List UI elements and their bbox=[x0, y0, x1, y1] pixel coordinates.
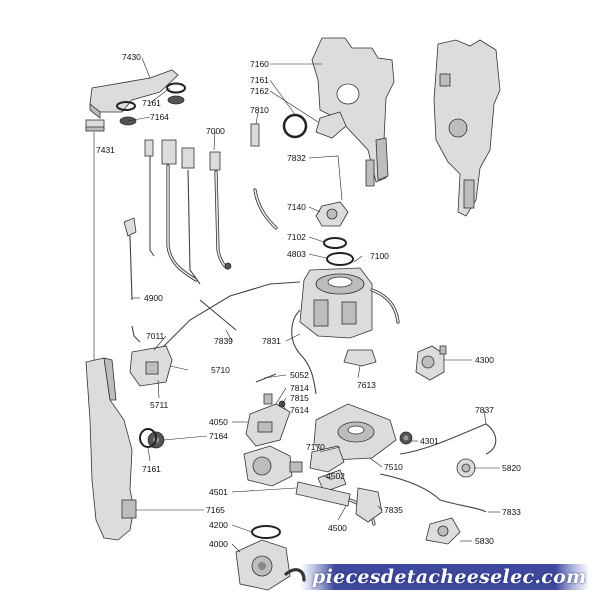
label-7162: 7162 bbox=[250, 86, 269, 96]
part-7839-wire bbox=[149, 281, 301, 361]
label-4000: 4000 bbox=[209, 539, 228, 549]
label-7833: 7833 bbox=[502, 507, 521, 517]
label-7140: 7140 bbox=[287, 202, 306, 212]
label-4500: 4500 bbox=[328, 523, 347, 533]
label-4502: 4502 bbox=[326, 471, 345, 481]
part-7162-gasket bbox=[282, 113, 308, 139]
part-4500-elbow bbox=[355, 487, 383, 523]
part-7000-inlet-hose bbox=[209, 151, 232, 270]
label-7815: 7815 bbox=[290, 393, 309, 403]
label-7160: 7160 bbox=[250, 59, 269, 69]
label-5820: 5820 bbox=[502, 463, 521, 473]
label-7837: 7837 bbox=[475, 405, 494, 415]
part-4000-motor bbox=[235, 539, 291, 591]
label-7164: 7164 bbox=[209, 431, 228, 441]
part-7161-flange bbox=[315, 111, 347, 139]
label-4200: 4200 bbox=[209, 520, 228, 530]
part-7100-sump bbox=[299, 267, 373, 339]
label-5052: 5052 bbox=[290, 370, 309, 380]
part-7833-wire bbox=[379, 473, 487, 513]
part-5820-sensor bbox=[456, 458, 476, 478]
part-7510-base bbox=[313, 403, 397, 461]
part-7430-bracket bbox=[89, 69, 179, 119]
label-7814: 7814 bbox=[290, 383, 309, 393]
label-7161: 7161 bbox=[142, 464, 161, 474]
part-7160-air-break bbox=[311, 37, 395, 187]
label-7102: 7102 bbox=[287, 232, 306, 242]
label-5830: 5830 bbox=[475, 536, 494, 546]
part-4301-seal bbox=[399, 431, 413, 445]
label-7839: 7839 bbox=[214, 336, 233, 346]
label-7100: 7100 bbox=[370, 251, 389, 261]
part-4803-seal bbox=[326, 252, 354, 266]
part-7831-wire bbox=[291, 309, 317, 395]
part-4200-seal bbox=[251, 525, 281, 539]
part-7161-mid-ring bbox=[139, 428, 157, 448]
part-valves bbox=[144, 139, 201, 285]
part-7613-deflector bbox=[343, 349, 377, 367]
label-7835: 7835 bbox=[384, 505, 403, 515]
part-7170-valve bbox=[309, 445, 345, 473]
label-7165: 7165 bbox=[206, 505, 225, 515]
watermark-banner bbox=[300, 564, 590, 590]
part-7011-bracket bbox=[129, 325, 173, 387]
label-7431: 7431 bbox=[96, 145, 115, 155]
label-7161: 7161 bbox=[250, 75, 269, 85]
label-7831: 7831 bbox=[262, 336, 281, 346]
part-7837-wire bbox=[399, 423, 497, 455]
part-4900-cable bbox=[123, 217, 137, 301]
part-4050-block bbox=[245, 373, 291, 447]
part-7102-ring bbox=[323, 237, 347, 249]
watermark-text: piecesdetacheeselec.com bbox=[312, 566, 587, 588]
label-7000: 7000 bbox=[206, 126, 225, 136]
part-5830-sensor bbox=[425, 517, 461, 545]
part-7161-seal-top bbox=[116, 82, 186, 111]
part-7100-hose bbox=[370, 288, 400, 324]
label-7170: 7170 bbox=[306, 442, 325, 452]
label-4050: 4050 bbox=[209, 417, 228, 427]
label-5710: 5710 bbox=[211, 365, 230, 375]
part-7160-variant bbox=[433, 39, 501, 217]
label-4501: 4501 bbox=[209, 487, 228, 497]
part-7165-duct bbox=[85, 357, 137, 541]
label-7510: 7510 bbox=[384, 462, 403, 472]
label-7832: 7832 bbox=[287, 153, 306, 163]
label-7614: 7614 bbox=[290, 405, 309, 415]
part-7140-cap bbox=[315, 201, 349, 227]
part-drain-pump bbox=[243, 445, 303, 487]
label-4301: 4301 bbox=[420, 436, 439, 446]
label-4803: 4803 bbox=[287, 249, 306, 259]
label-7430: 7430 bbox=[122, 52, 141, 62]
label-4900: 4900 bbox=[144, 293, 163, 303]
label-5711: 5711 bbox=[150, 400, 169, 410]
label-7810: 7810 bbox=[250, 105, 269, 115]
part-7810-hose bbox=[250, 123, 278, 230]
label-7164: 7164 bbox=[150, 112, 169, 122]
label-7613: 7613 bbox=[357, 380, 376, 390]
part-4300-pump bbox=[415, 345, 447, 381]
label-7011: 7011 bbox=[146, 331, 165, 341]
part-7431-block bbox=[85, 119, 105, 132]
label-4300: 4300 bbox=[475, 355, 494, 365]
label-7161: 7161 bbox=[142, 98, 161, 108]
leader-lines bbox=[127, 57, 500, 553]
